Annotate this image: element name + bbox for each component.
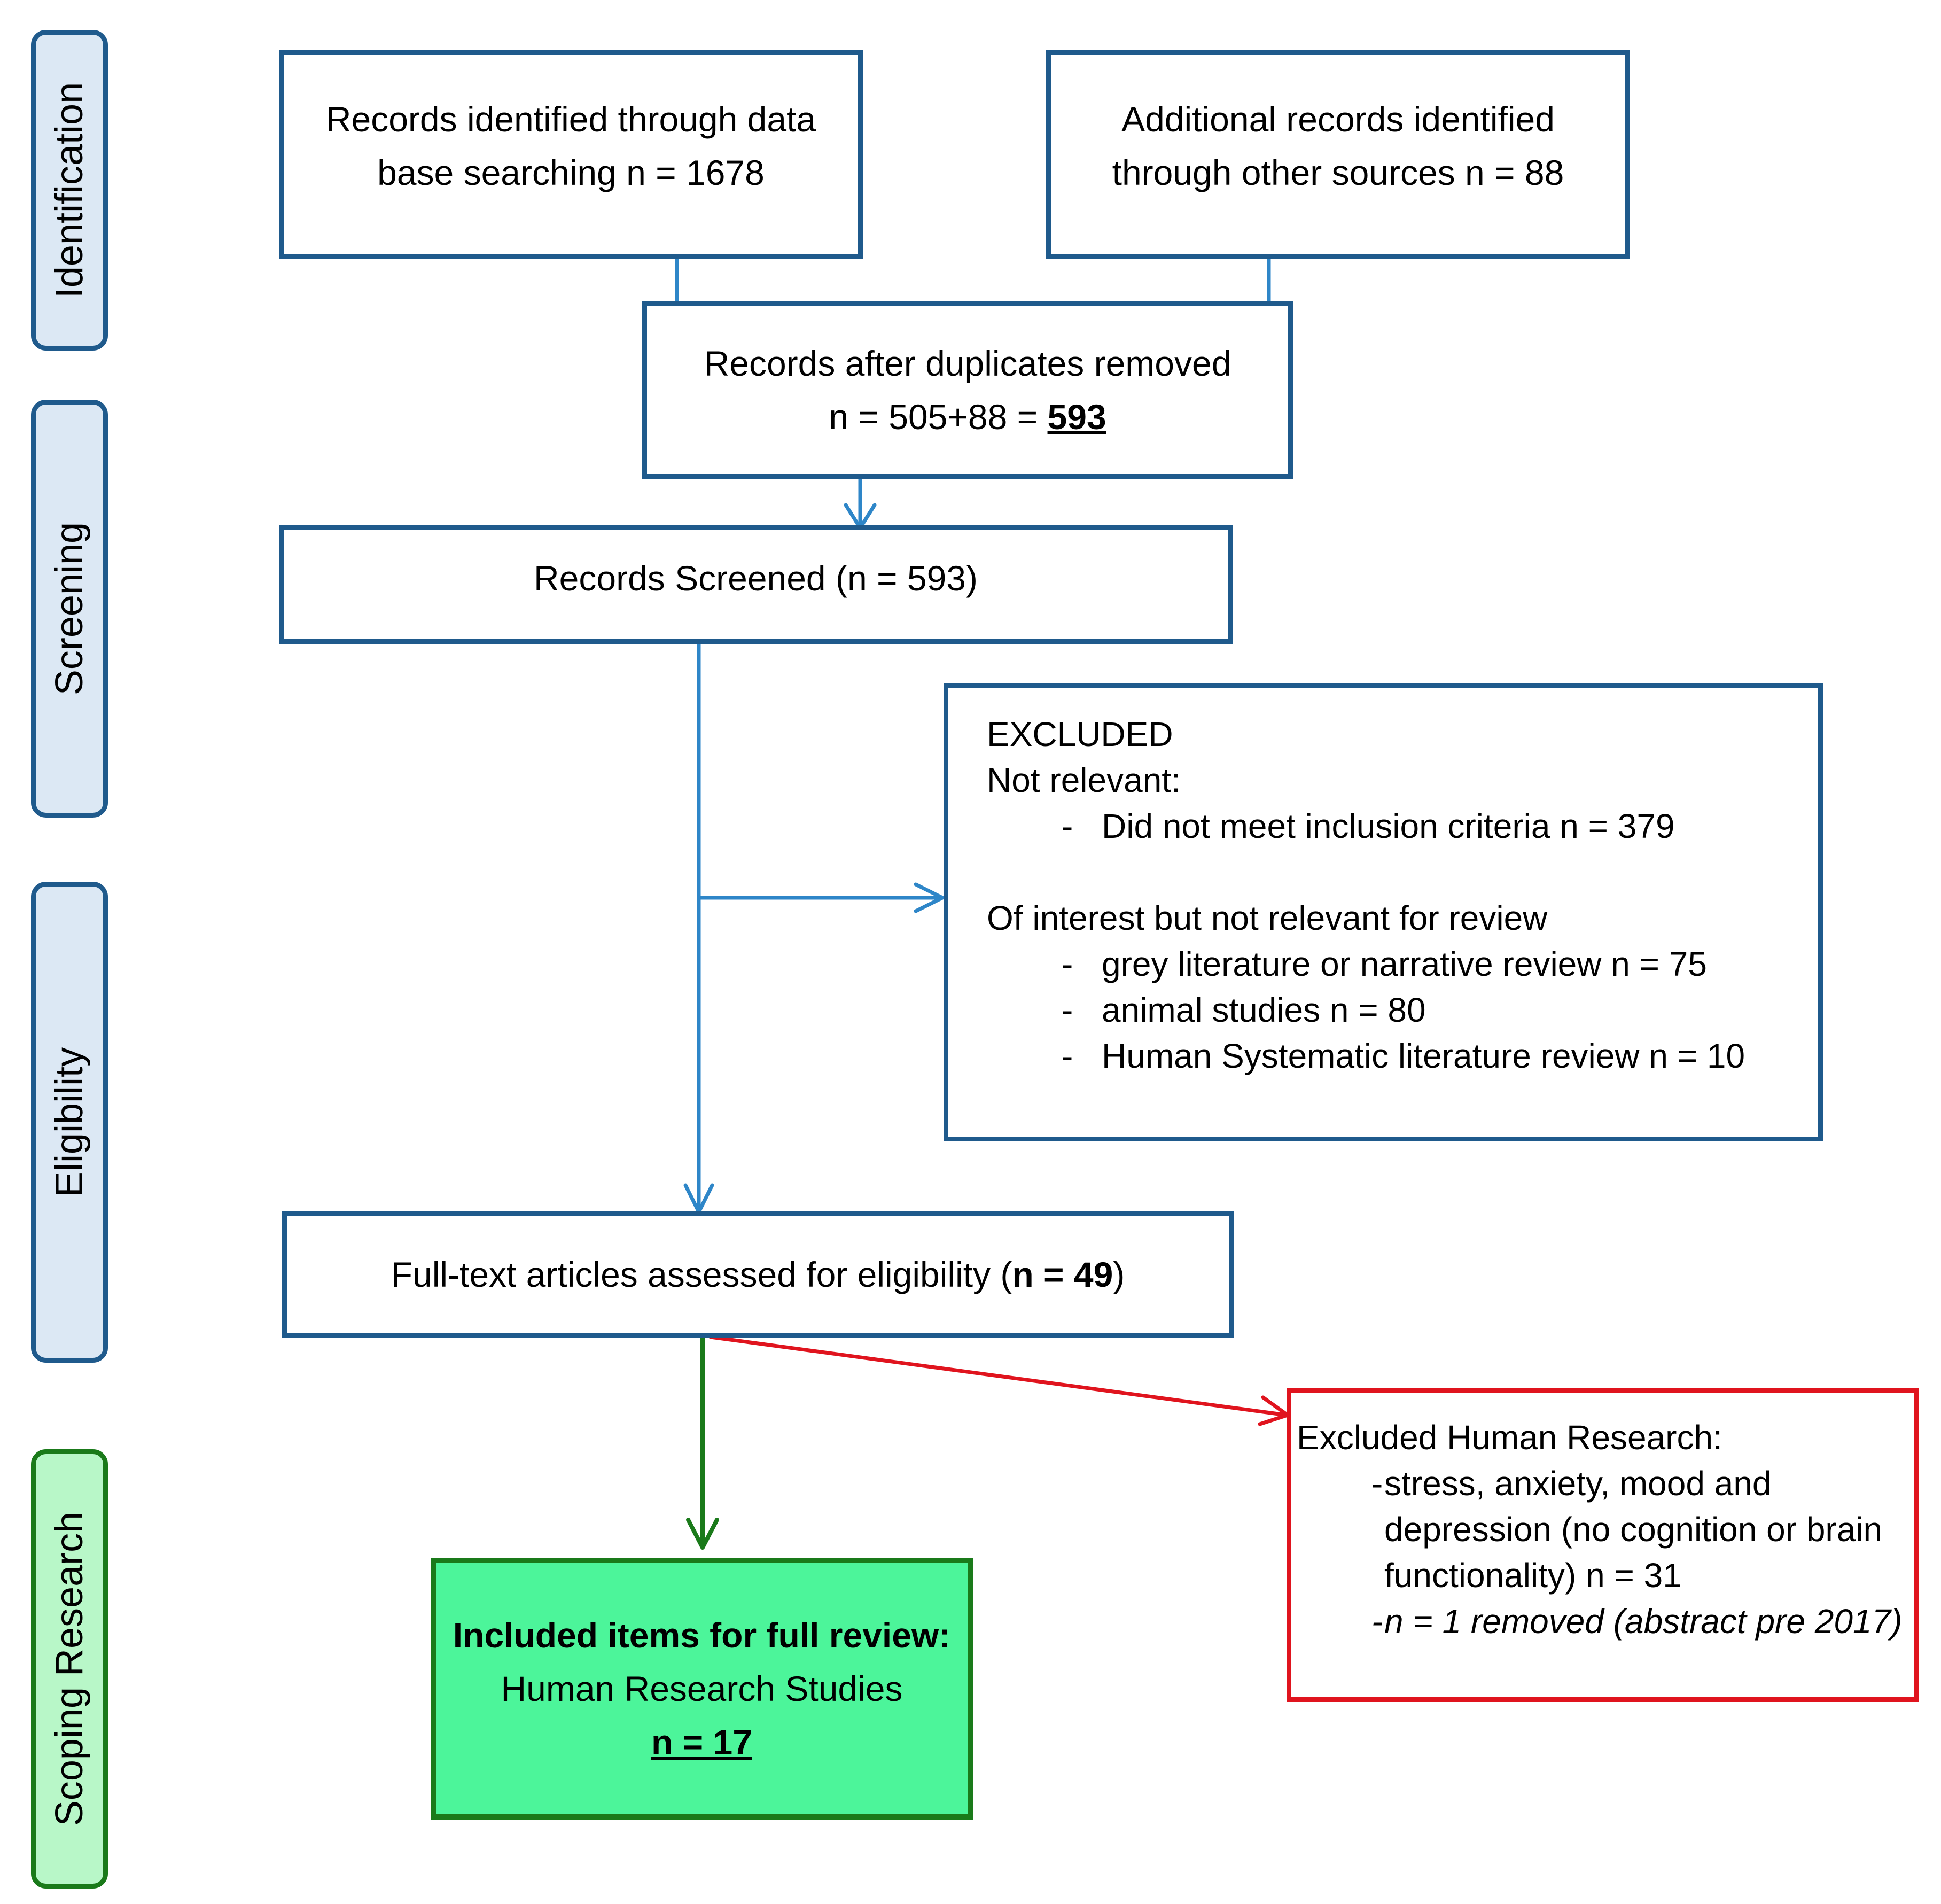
box-excluded: EXCLUDED Not relevant: Did not meet incl… [944, 683, 1823, 1141]
excluded-human-item-mood-line1: stress, anxiety, mood and [1297, 1460, 1914, 1506]
included-subheading: Human Research Studies [501, 1669, 903, 1708]
box-full-text-text: Full-text articles assessed for eligibil… [391, 1248, 1125, 1301]
box-records-screened: Records Screened (n = 593) [279, 525, 1233, 644]
box-after-duplicates: Records after duplicates removed n = 505… [642, 301, 1293, 479]
box-records-screened-text: Records Screened (n = 593) [534, 558, 978, 598]
excluded-item-systematic: Human Systematic literature review n = 1… [987, 1033, 1818, 1079]
full-text-count: n = 49 [1012, 1254, 1113, 1294]
arrow-fulltext-to-excluded-human [708, 1335, 1289, 1417]
box-other-sources-line1: Additional records identified [1121, 99, 1555, 139]
included-heading: Included items for full review: [453, 1615, 951, 1655]
included-count: n = 17 [651, 1722, 752, 1762]
box-database-records-line2: base searching n = 1678 [377, 153, 765, 192]
box-database-records: Records identified through data base sea… [279, 50, 863, 259]
phase-eligibility: Eligibility [31, 882, 108, 1363]
excluded-of-interest: Of interest but not relevant for review [987, 899, 1548, 937]
excluded-human-item-removed: n = 1 removed (abstract pre 2017) [1297, 1598, 1914, 1644]
phase-screening: Screening [31, 400, 108, 818]
box-database-records-line1: Records identified through data [325, 99, 816, 139]
box-after-duplicates-line2: n = 505+88 = 593 [829, 390, 1106, 444]
phase-scoping-research: Scoping Research [31, 1449, 108, 1889]
excluded-not-relevant: Not relevant: [987, 761, 1181, 799]
phase-identification: Identification [31, 30, 108, 351]
excluded-human-heading: Excluded Human Research: [1297, 1418, 1722, 1457]
dedup-formula: n = 505+88 = [829, 397, 1048, 437]
full-text-prefix: Full-text articles assessed for eligibil… [391, 1254, 1012, 1294]
arrowhead-to-excluded [914, 882, 945, 913]
full-text-suffix: ) [1113, 1254, 1125, 1294]
box-included: Included items for full review: Human Re… [431, 1558, 973, 1820]
box-after-duplicates-line1: Records after duplicates removed [704, 343, 1231, 383]
box-other-sources: Additional records identified through ot… [1046, 50, 1630, 259]
arrowhead-fulltext-to-included [686, 1518, 719, 1550]
excluded-item-animal: animal studies n = 80 [987, 987, 1818, 1033]
excluded-item-inclusion: Did not meet inclusion criteria n = 379 [987, 803, 1818, 849]
dedup-total: 593 [1047, 397, 1106, 437]
excluded-human-item-mood-line3: functionality) n = 31 [1384, 1556, 1682, 1595]
box-excluded-human: Excluded Human Research: stress, anxiety… [1287, 1388, 1919, 1702]
excluded-human-item-mood-line2: depression (no cognition or brain [1384, 1510, 1883, 1549]
box-other-sources-line2: through other sources n = 88 [1112, 153, 1564, 192]
box-full-text: Full-text articles assessed for eligibil… [282, 1211, 1234, 1338]
excluded-spacer [987, 849, 1818, 895]
excluded-item-grey-literature: grey literature or narrative review n = … [987, 941, 1818, 987]
excluded-heading: EXCLUDED [987, 715, 1173, 753]
